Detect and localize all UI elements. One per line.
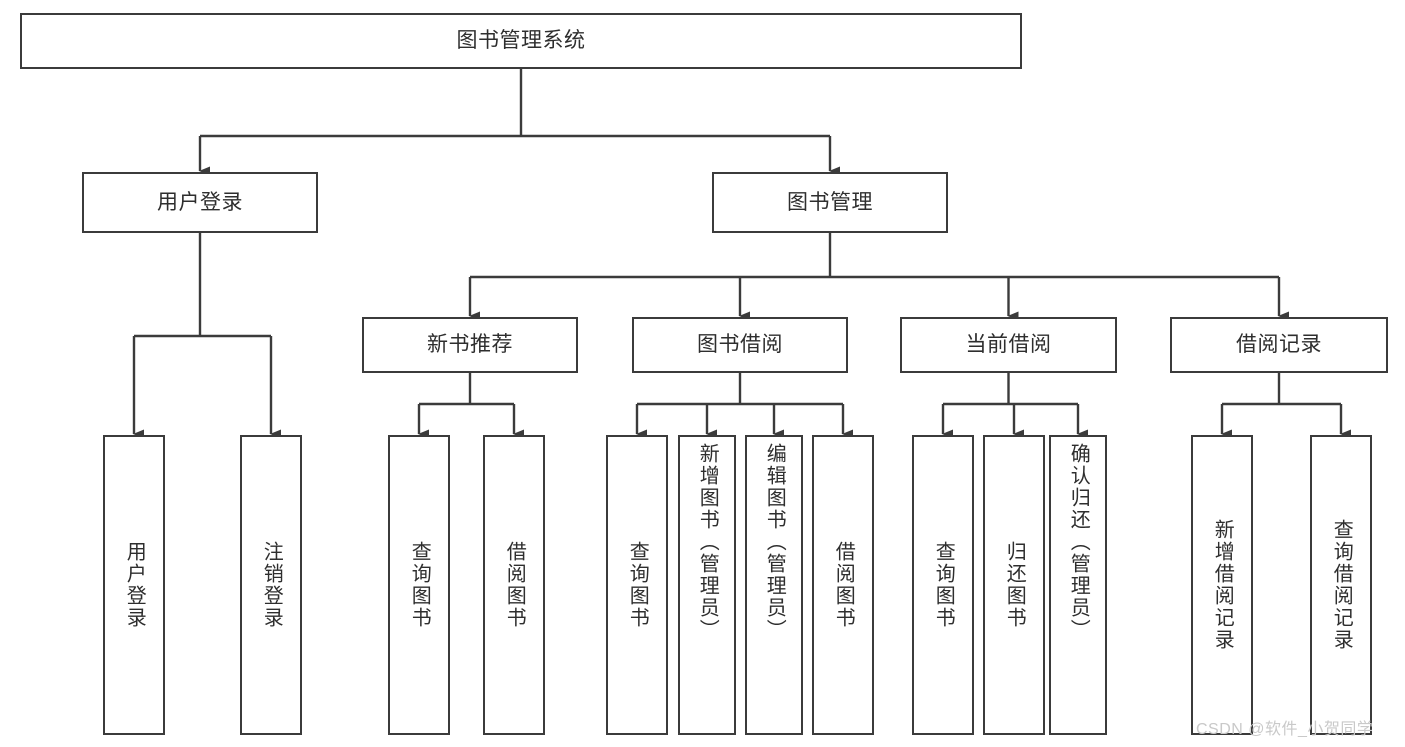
node-label: 当前借阅 — [965, 333, 1052, 357]
node-new-book-rec: 新书推荐 — [362, 317, 578, 373]
node-label: 图书管理 — [787, 190, 873, 214]
node-leaf-user-logout: 注销登录 — [240, 435, 302, 735]
node-label: 借阅图书 — [832, 541, 855, 629]
node-leaf-borrow-book-1: 借阅图书 — [483, 435, 545, 735]
node-label: 归还图书 — [1003, 541, 1026, 629]
node-user-login: 用户登录 — [82, 172, 318, 233]
node-label: 查询图书 — [932, 541, 955, 629]
node-label: 图书管理系统 — [456, 29, 586, 53]
node-label: 查询图书 — [408, 541, 431, 629]
node-label: 注销登录 — [260, 541, 283, 629]
node-label: 用户登录 — [123, 541, 146, 629]
node-label: 编辑图书（管理员） — [763, 443, 786, 641]
node-leaf-add-book: 新增图书（管理员） — [678, 435, 736, 735]
node-label: 确认归还（管理员） — [1067, 443, 1090, 641]
node-leaf-query-book-1: 查询图书 — [388, 435, 450, 735]
node-label: 图书借阅 — [697, 333, 783, 357]
node-borrow-record: 借阅记录 — [1170, 317, 1388, 373]
node-leaf-query-book-3: 查询图书 — [912, 435, 974, 735]
node-current-borrow: 当前借阅 — [900, 317, 1117, 373]
node-label: 借阅图书 — [503, 541, 526, 629]
node-label: 查询借阅记录 — [1330, 519, 1353, 651]
node-label: 用户登录 — [157, 190, 243, 214]
node-leaf-query-record: 查询借阅记录 — [1310, 435, 1372, 735]
node-book-borrow: 图书借阅 — [632, 317, 848, 373]
node-label: 新增图书（管理员） — [696, 443, 719, 641]
watermark-label: CSDN @软件_小贺同学 — [1196, 721, 1374, 738]
node-leaf-user-login: 用户登录 — [103, 435, 165, 735]
node-label: 新增借阅记录 — [1211, 519, 1234, 651]
node-leaf-edit-book: 编辑图书（管理员） — [745, 435, 803, 735]
node-leaf-borrow-book-2: 借阅图书 — [812, 435, 874, 735]
node-label: 新书推荐 — [427, 333, 513, 357]
node-book-manage: 图书管理 — [712, 172, 948, 233]
node-root: 图书管理系统 — [20, 13, 1022, 69]
node-label: 查询图书 — [626, 541, 649, 629]
node-leaf-return-book: 归还图书 — [983, 435, 1045, 735]
node-leaf-add-record: 新增借阅记录 — [1191, 435, 1253, 735]
node-leaf-query-book-2: 查询图书 — [606, 435, 668, 735]
node-leaf-confirm-return: 确认归还（管理员） — [1049, 435, 1107, 735]
node-label: 借阅记录 — [1236, 333, 1322, 357]
